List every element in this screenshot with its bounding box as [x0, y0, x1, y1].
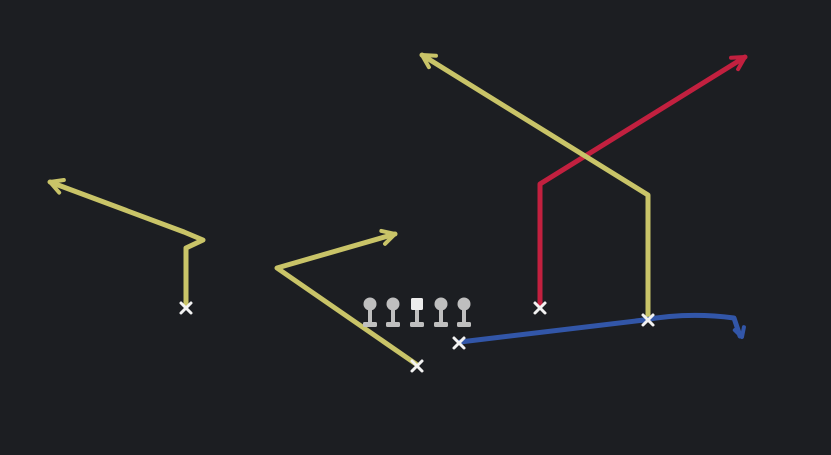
arrowhead: [729, 55, 747, 72]
route-red-receiver: [537, 54, 748, 309]
route-right-receiver-line: [419, 52, 651, 323]
route-left-receiver: [47, 178, 206, 309]
lineman-center: [410, 298, 424, 327]
arrowhead: [732, 325, 746, 339]
receiver-marker-left: [179, 301, 193, 315]
receiver-marker-slot: [410, 359, 424, 373]
lineman-left-tackle: [363, 297, 377, 327]
receiver-marker-right: [641, 313, 655, 327]
arrowhead: [420, 53, 438, 70]
route-back: [457, 312, 746, 345]
lineman-left-guard: [386, 297, 400, 327]
lineman-right-guard: [434, 297, 448, 327]
lineman-right-tackle: [457, 297, 471, 327]
back-marker: [452, 336, 466, 350]
route-back-line: [457, 312, 743, 345]
route-red-receiver-line: [537, 54, 748, 309]
receiver-marker-red: [533, 301, 547, 315]
route-slot-receiver: [274, 228, 419, 367]
route-right-receiver: [419, 52, 651, 323]
arrowhead: [379, 228, 397, 246]
route-left-receiver-line: [47, 179, 206, 309]
route-slot-receiver-line: [274, 231, 419, 367]
arrowhead: [48, 178, 66, 195]
